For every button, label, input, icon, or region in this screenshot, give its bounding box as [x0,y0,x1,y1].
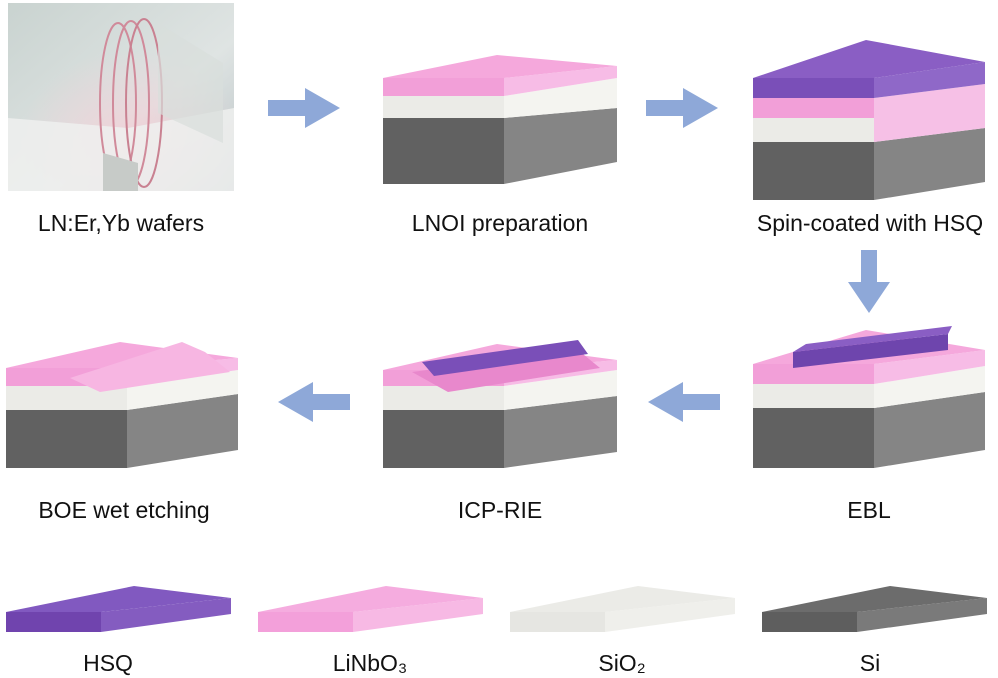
lnoi-block [383,55,617,184]
legend-si-swatch [762,586,987,632]
legend-label-linbo3: LiNbO₃ [332,650,408,676]
legend-label-si: Si [859,650,881,676]
boe-block [6,342,238,468]
step-label-ebl: EBL [847,497,891,523]
hsq-coated-block [753,40,985,200]
legend-label-hsq: HSQ [83,650,133,676]
legend-sio2-swatch [510,586,735,632]
step-label-lnoi: LNOI preparation [411,210,589,236]
step-label-icp-rie: ICP-RIE [457,497,543,523]
legend-hsq-swatch [6,586,231,632]
arrow-down [848,250,890,313]
step-label-boe: BOE wet etching [38,497,210,523]
arrow-right-2 [646,88,718,128]
legend-label-sio2: SiO₂ [598,650,646,676]
step-label-wafers: LN:Er,Yb wafers [37,210,205,236]
wafer-photo [8,3,234,191]
ebl-block [753,326,985,468]
step-label-hsq: Spin-coated with HSQ [756,210,984,236]
arrow-left-2 [278,382,350,422]
icp-rie-block [383,340,617,468]
legend-linbo3-swatch [258,586,483,632]
arrow-right-1 [268,88,340,128]
arrow-left-1 [648,382,720,422]
